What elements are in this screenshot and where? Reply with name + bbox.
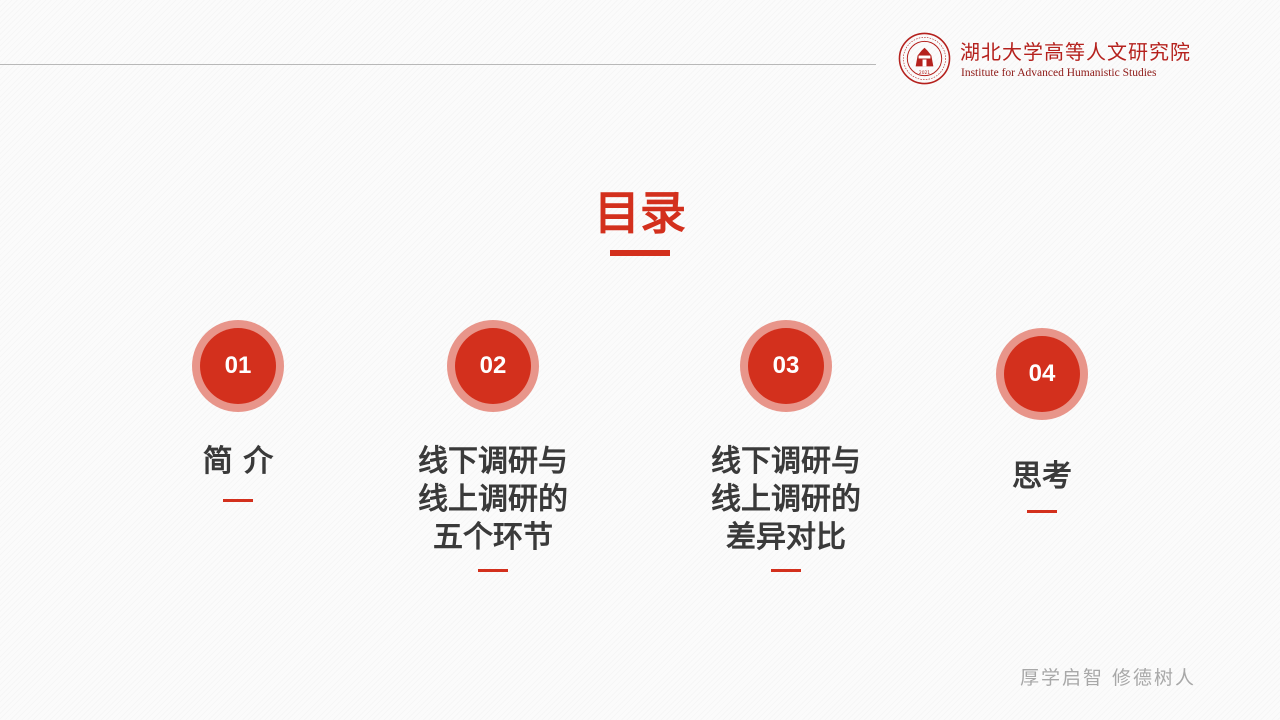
toc-label: 简 介 bbox=[128, 443, 348, 481]
toc-item-01[interactable]: 01 简 介 bbox=[128, 320, 348, 510]
toc-label: 思考 bbox=[932, 458, 1152, 496]
toc-item-04[interactable]: 04 思考 bbox=[932, 328, 1152, 518]
toc-number-badge: 02 bbox=[447, 320, 539, 412]
toc-label-line: 思考 bbox=[1012, 459, 1072, 494]
toc-label-line: 简 介 bbox=[202, 444, 274, 479]
toc-label-line: 线上调研的 bbox=[418, 482, 568, 517]
seal-year: 2021 bbox=[919, 70, 930, 76]
title-underline bbox=[610, 250, 670, 256]
toc-item-02[interactable]: 02 线下调研与 线上调研的 五个环节 bbox=[383, 320, 603, 580]
toc-underline bbox=[223, 499, 253, 502]
toc-underline bbox=[1027, 510, 1057, 513]
toc-number-badge: 03 bbox=[740, 320, 832, 412]
toc-label-line: 五个环节 bbox=[433, 520, 553, 555]
header-divider bbox=[0, 64, 876, 65]
university-seal-icon: 2021 bbox=[898, 32, 951, 85]
toc-number-badge: 04 bbox=[996, 328, 1088, 420]
toc-label: 线下调研与 线上调研的 差异对比 bbox=[676, 443, 896, 557]
toc-number: 04 bbox=[1004, 336, 1080, 412]
page-title: 目录 bbox=[594, 186, 686, 240]
toc-underline bbox=[478, 569, 508, 572]
toc-label-line: 线下调研与 bbox=[418, 444, 568, 479]
footer-motto: 厚学启智 修德树人 bbox=[1020, 667, 1197, 689]
institute-name-cn: 湖北大学高等人文研究院 bbox=[960, 40, 1191, 64]
toc-item-03[interactable]: 03 线下调研与 线上调研的 差异对比 bbox=[676, 320, 896, 580]
toc-number-badge: 01 bbox=[192, 320, 284, 412]
toc-label-line: 线上调研的 bbox=[711, 482, 861, 517]
toc-number: 03 bbox=[748, 328, 824, 404]
institute-name-en: Institute for Advanced Humanistic Studie… bbox=[961, 67, 1157, 79]
toc-number: 02 bbox=[455, 328, 531, 404]
toc-label-line: 差异对比 bbox=[726, 520, 846, 555]
toc-number: 01 bbox=[200, 328, 276, 404]
toc-underline bbox=[771, 569, 801, 572]
institute-logo: 2021 湖北大学高等人文研究院 Institute for Advanced … bbox=[898, 32, 1218, 88]
toc-label-line: 线下调研与 bbox=[711, 444, 861, 479]
toc-label: 线下调研与 线上调研的 五个环节 bbox=[383, 443, 603, 557]
